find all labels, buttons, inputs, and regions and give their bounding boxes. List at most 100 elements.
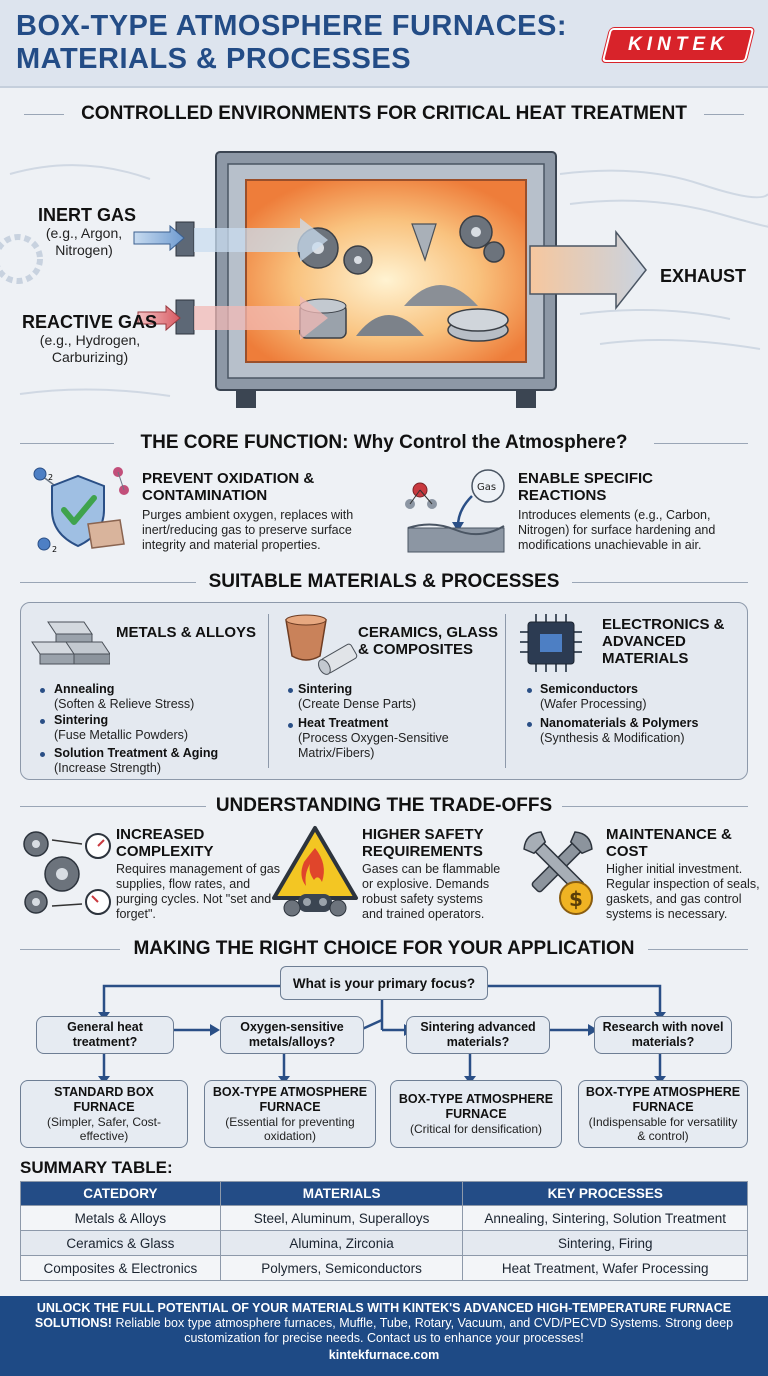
tradeoffs-title: UNDERSTANDING THE TRADE-OFFS: [215, 795, 553, 816]
divider: [20, 806, 206, 807]
process-heat-treatment: Heat Treatment: [298, 716, 389, 730]
table-cell: Annealing, Sintering, Solution Treatment: [462, 1205, 748, 1231]
cta-text: UNLOCK THE FULL POTENTIAL OF YOUR MATERI…: [14, 1301, 754, 1346]
process-annealing-desc: (Soften & Relieve Stress): [54, 697, 195, 711]
table-cell: Composites & Electronics: [20, 1255, 221, 1281]
result-standard-box-furnace[interactable]: STANDARD BOX FURNACE (Simpler, Safer, Co…: [20, 1080, 188, 1148]
cta-headline: UNLOCK THE FULL POTENTIAL OF YOUR MATERI…: [34, 1301, 732, 1330]
reactive-gas-examples: (e.g., Hydrogen, Carburizing): [39, 332, 141, 365]
primary-focus-question: What is your primary focus?: [280, 966, 488, 1000]
option-research-novel[interactable]: Research with novel materials?: [594, 1016, 732, 1054]
table-cell: Polymers, Semiconductors: [219, 1255, 464, 1281]
cta-footer: UNLOCK THE FULL POTENTIAL OF YOUR MATERI…: [0, 1296, 768, 1376]
process-sintering-ceramics-desc: (Create Dense Parts): [298, 697, 417, 711]
shield-icon: 2 2: [33, 467, 129, 554]
maintenance-title: MAINTENANCE & COST: [606, 826, 732, 860]
column-divider: [505, 614, 506, 768]
process-nanomaterials-desc: (Synthesis & Modification): [540, 731, 685, 745]
table-row: Metals & Alloys Steel, Aluminum, Superal…: [20, 1205, 748, 1231]
bullet: [40, 719, 45, 724]
table-cell: Metals & Alloys: [20, 1205, 221, 1231]
metal-ingots-icon: [31, 621, 110, 665]
option-general-heat-treatment[interactable]: General heat treatment?: [36, 1016, 174, 1054]
wrench-cost-icon: $: [523, 831, 593, 915]
svg-text:Gas: Gas: [477, 482, 496, 493]
process-annealing: Annealing: [54, 682, 115, 696]
divider: [20, 582, 196, 583]
process-sintering-ceramics: Sintering: [298, 682, 353, 696]
column-header: CATEDORY: [20, 1181, 221, 1206]
kintek-logo[interactable]: KINTEK: [601, 28, 755, 62]
table-row: Ceramics & Glass Alumina, Zirconia Sinte…: [20, 1230, 748, 1256]
process-heat-treatment-desc: (Process Oxygen-Sensitive Matrix/Fibers): [298, 731, 449, 760]
bullet: [288, 688, 293, 693]
divider: [24, 114, 64, 115]
complexity-body: Requires management of gas supplies, flo…: [116, 862, 280, 921]
table-cell: Steel, Aluminum, Superalloys: [219, 1205, 464, 1231]
prevent-oxidation-body: Purges ambient oxygen, replaces with ine…: [142, 508, 354, 552]
safety-title: HIGHER SAFETY REQUIREMENTS: [362, 826, 484, 860]
process-sintering: Sintering: [54, 713, 109, 727]
svg-text:$: $: [569, 887, 583, 911]
enable-reactions-body: Introduces elements (e.g., Carbon, Nitro…: [518, 508, 716, 552]
hero-title: CONTROLLED ENVIRONMENTS FOR CRITICAL HEA…: [81, 103, 687, 124]
column-header: KEY PROCESSES: [462, 1181, 748, 1206]
bullet: [527, 688, 532, 693]
process-solution-treatment-desc: (Increase Strength): [54, 761, 161, 775]
complexity-title: INCREASED COMPLEXITY: [116, 826, 214, 860]
divider: [20, 949, 120, 950]
core-function-title: THE CORE FUNCTION: Why Control the Atmos…: [140, 432, 628, 453]
process-semiconductors: Semiconductors: [540, 682, 638, 696]
divider: [562, 806, 748, 807]
divider: [704, 114, 744, 115]
option-sintering-advanced[interactable]: Sintering advanced materials?: [406, 1016, 550, 1054]
process-semiconductors-desc: (Wafer Processing): [540, 697, 647, 711]
website-link[interactable]: kintekfurnace.com: [328, 1348, 440, 1362]
materials-title: SUITABLE MATERIALS & PROCESSES: [208, 571, 560, 592]
svg-text:2: 2: [48, 473, 53, 482]
exhaust-label: EXHAUST: [660, 266, 747, 286]
page-title: BOX-TYPE ATMOSPHERE FURNACES: MATERIALS …: [16, 10, 568, 75]
bullet: [40, 688, 45, 693]
table-header-row: CATEDORY MATERIALS KEY PROCESSES: [20, 1181, 748, 1206]
process-nanomaterials: Nanomaterials & Polymers: [540, 716, 699, 730]
column-header: MATERIALS: [219, 1181, 464, 1206]
table-cell: Heat Treatment, Wafer Processing: [462, 1255, 748, 1281]
column-divider: [268, 614, 269, 768]
inert-gas-examples: (e.g., Argon, Nitrogen): [45, 225, 123, 258]
bullet: [288, 723, 293, 728]
fire-hazard-icon: [272, 826, 358, 917]
divider: [648, 949, 748, 950]
table-cell: Ceramics & Glass: [20, 1230, 221, 1256]
process-solution-treatment: Solution Treatment & Aging: [54, 746, 219, 760]
maintenance-body: Higher initial investment. Regular inspe…: [606, 862, 760, 921]
summary-table: CATEDORY MATERIALS KEY PROCESSES Metals …: [20, 1181, 748, 1281]
process-sintering-desc: (Fuse Metallic Powders): [54, 728, 189, 742]
reactive-gas-label: REACTIVE GAS: [22, 312, 158, 332]
metals-column-title: METALS & ALLOYS: [116, 624, 256, 641]
divider: [654, 443, 748, 444]
cta-body: Reliable box type atmosphere furnaces, M…: [115, 1316, 734, 1345]
result-atmosphere-furnace-versatility[interactable]: BOX-TYPE ATMOSPHERE FURNACE (Indispensab…: [578, 1080, 748, 1148]
table-cell: Sintering, Firing: [462, 1230, 748, 1256]
summary-table-title: SUMMARY TABLE:: [20, 1158, 173, 1177]
divider: [20, 443, 114, 444]
inert-gas-label: INERT GAS: [38, 205, 137, 225]
furnace-illustration: [0, 151, 768, 408]
option-oxygen-sensitive[interactable]: Oxygen-sensitive metals/alloys?: [220, 1016, 364, 1054]
crucible-icon: [285, 614, 358, 675]
table-cell: Alumina, Zirconia: [219, 1230, 464, 1256]
choice-title: MAKING THE RIGHT CHOICE FOR YOUR APPLICA…: [133, 938, 635, 959]
result-atmosphere-furnace-oxidation[interactable]: BOX-TYPE ATMOSPHERE FURNACE (Essential f…: [204, 1080, 376, 1148]
prevent-oxidation-title: PREVENT OXIDATION & CONTAMINATION: [142, 470, 315, 504]
safety-body: Gases can be flammable or explosive. Dem…: [362, 862, 501, 921]
svg-text:2: 2: [52, 545, 57, 554]
reaction-icon: Gas: [405, 469, 505, 553]
enable-reactions-title: ENABLE SPECIFIC REACTIONS: [518, 470, 654, 504]
table-row: Composites & Electronics Polymers, Semic…: [20, 1255, 748, 1281]
result-atmosphere-furnace-densification[interactable]: BOX-TYPE ATMOSPHERE FURNACE (Critical fo…: [390, 1080, 562, 1148]
ceramics-column-title: CERAMICS, GLASS & COMPOSITES: [358, 624, 499, 658]
bullet: [40, 752, 45, 757]
divider: [572, 582, 748, 583]
microchip-icon: [520, 614, 582, 672]
